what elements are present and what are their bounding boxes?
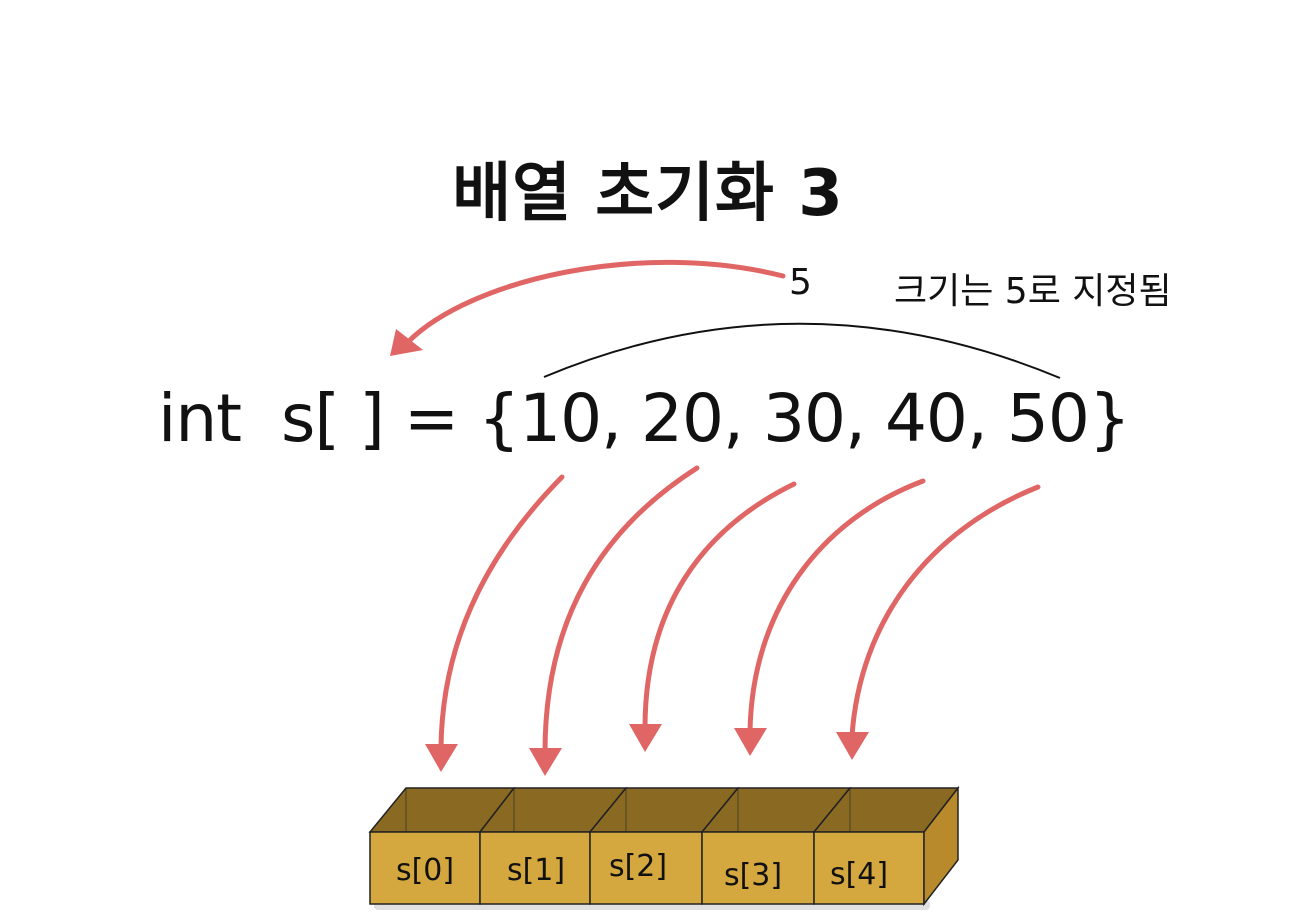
value-arrow-3-head (734, 728, 767, 756)
initializer-brace-arc (543, 322, 1061, 379)
array-cell-2: s[2] (588, 787, 740, 905)
array-size-note: 크기는 5로 지정됨 (894, 271, 1172, 312)
array-size-value: 5 (789, 262, 812, 303)
slide-title: 배열 초기화 3 (452, 157, 844, 231)
array-cell-label: s[4] (830, 857, 888, 892)
array-cell-4: s[4] (812, 785, 960, 907)
array-cell-label: s[2] (609, 849, 667, 884)
size-arrow (405, 259, 786, 345)
array-cell-3: s[3] (700, 787, 852, 905)
code-declaration: int s[ ] = {10, 20, 30, 40, 50} (158, 380, 1131, 457)
value-arrow-2-head (629, 724, 662, 752)
value-arrow-3 (747, 478, 926, 735)
value-arrow-4 (849, 484, 1041, 739)
array-cell-1: s[1] (478, 787, 628, 905)
array-cell-label: s[0] (396, 853, 454, 888)
value-arrow-0 (438, 474, 565, 751)
value-arrow-1-head (529, 748, 562, 776)
value-arrow-0-head (425, 744, 458, 772)
value-arrow-1 (542, 465, 700, 755)
value-arrow-4-head (836, 732, 869, 760)
size-arrow-head (390, 329, 423, 356)
array-cell-label: s[1] (507, 853, 565, 888)
array-cell-label: s[3] (724, 858, 782, 893)
value-arrow-2 (642, 481, 797, 731)
